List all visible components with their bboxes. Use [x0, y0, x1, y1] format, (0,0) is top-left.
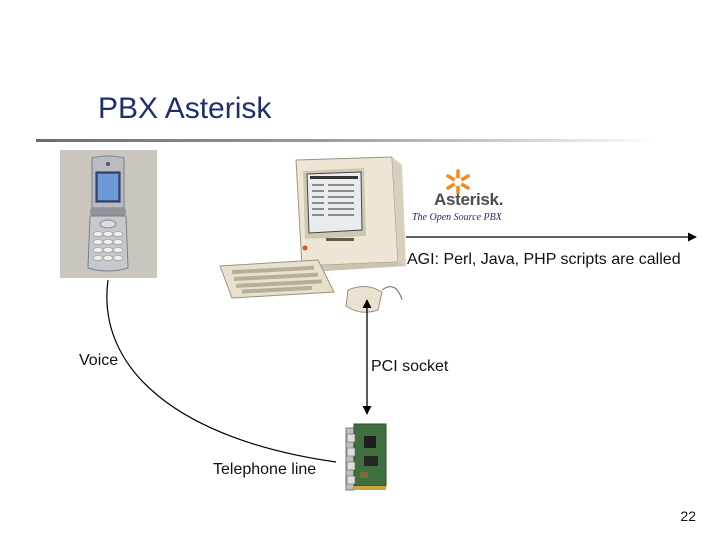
- flip-phone-photo: [60, 150, 157, 278]
- logo-tagline: The Open Source PBX: [412, 212, 502, 223]
- slide-title: PBX Asterisk: [98, 92, 272, 125]
- logo-wordmark: Asterisk.: [434, 190, 504, 209]
- page-number: 22: [680, 508, 696, 524]
- asterisk-logo: Asterisk. The Open Source PBX: [412, 168, 522, 230]
- agi-label: AGI: Perl, Java, PHP scripts are called: [407, 251, 681, 268]
- asterisk-star-icon: [446, 169, 470, 195]
- title-divider: [36, 139, 660, 142]
- pci-socket-label: PCI socket: [371, 358, 449, 375]
- voice-curve: [106, 279, 337, 463]
- voice-label: Voice: [79, 352, 119, 369]
- telephone-line-label: Telephone line: [213, 461, 317, 478]
